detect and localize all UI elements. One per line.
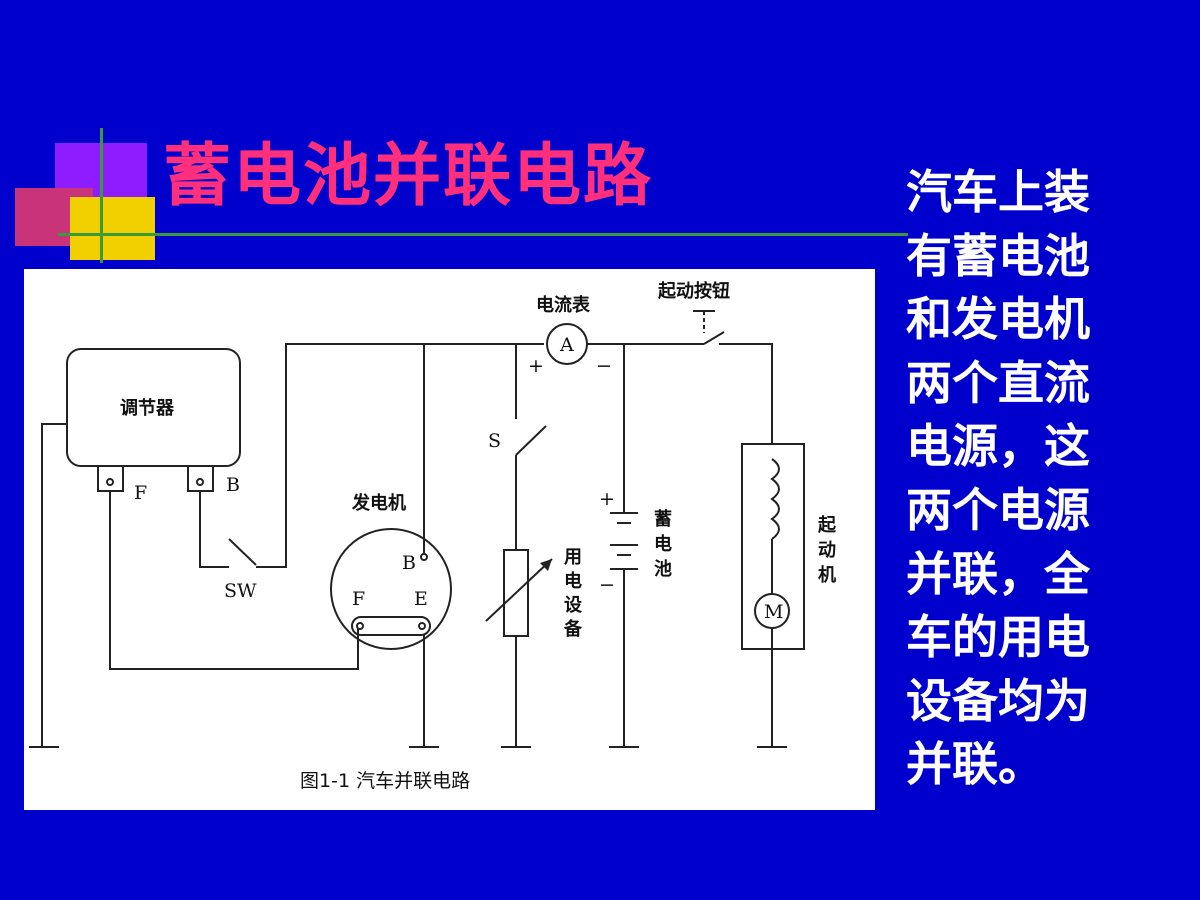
circuit-diagram: 调节器 F B SW 发电机 B F E A 电 [24, 269, 875, 810]
slide-title: 蓄电池并联电路 [163, 137, 654, 216]
svg-text:起: 起 [817, 514, 837, 536]
decor-line-vertical [100, 128, 103, 263]
starter-label: 起 动 机 [817, 514, 837, 586]
battery-minus: − [599, 574, 615, 596]
s-switch-blade [515, 425, 547, 456]
regulator-label: 调节器 [120, 398, 175, 419]
decor-line-horizontal [58, 233, 908, 236]
regulator-b-label: B [226, 474, 240, 496]
b-terminal-wire [199, 491, 229, 568]
field-wire [109, 491, 359, 670]
diagram-caption: 图1-1 汽车并联电路 [300, 770, 470, 792]
svg-text:机: 机 [818, 565, 836, 586]
main-bus-wire [256, 343, 544, 568]
generator-b-label: B [402, 552, 416, 574]
ammeter-label: 电流表 [536, 294, 591, 316]
motor-symbol: M [764, 601, 783, 623]
description-text: 汽车上装有蓄电池和发电机两个直流电源，这两个电源并联，全车的用电设备均为并联。 [906, 165, 1090, 792]
generator-f-label: F [352, 588, 365, 610]
battery-plus: + [599, 488, 615, 510]
ammeter-minus: − [596, 355, 612, 377]
sw-switch-blade [228, 538, 257, 566]
ammeter-plus: + [528, 355, 544, 377]
svg-text:用: 用 [564, 547, 582, 568]
svg-text:备: 备 [563, 618, 583, 640]
svg-text:池: 池 [654, 558, 672, 580]
generator-label: 发电机 [351, 492, 406, 514]
generator-circle [330, 528, 452, 650]
ammeter-symbol: A [559, 334, 574, 356]
starter-coil [770, 458, 780, 540]
start-button-blade [703, 331, 725, 345]
start-button-label: 起动按钮 [657, 280, 730, 302]
battery-label: 蓄 电 池 [654, 509, 672, 580]
decor-square-yellow [70, 197, 155, 260]
svg-text:电: 电 [654, 533, 672, 555]
starter-wire [719, 343, 773, 444]
generator-e-label: E [414, 588, 428, 610]
svg-text:蓄: 蓄 [654, 509, 672, 530]
svg-text:设: 设 [564, 595, 582, 616]
regulator-f-label: F [134, 482, 147, 504]
s-switch-label: S [488, 430, 501, 452]
regulator-ground-wire [41, 423, 67, 747]
svg-text:动: 动 [818, 540, 836, 561]
circuit-svg: 调节器 F B SW 发电机 B F E A 电 [29, 280, 837, 792]
svg-text:电: 电 [564, 570, 582, 592]
sw-label: SW [224, 580, 257, 602]
load-label: 用 电 设 备 [563, 547, 583, 640]
generator-brushes [351, 616, 431, 636]
regulator-box [66, 348, 241, 467]
variable-arrow [485, 558, 553, 622]
